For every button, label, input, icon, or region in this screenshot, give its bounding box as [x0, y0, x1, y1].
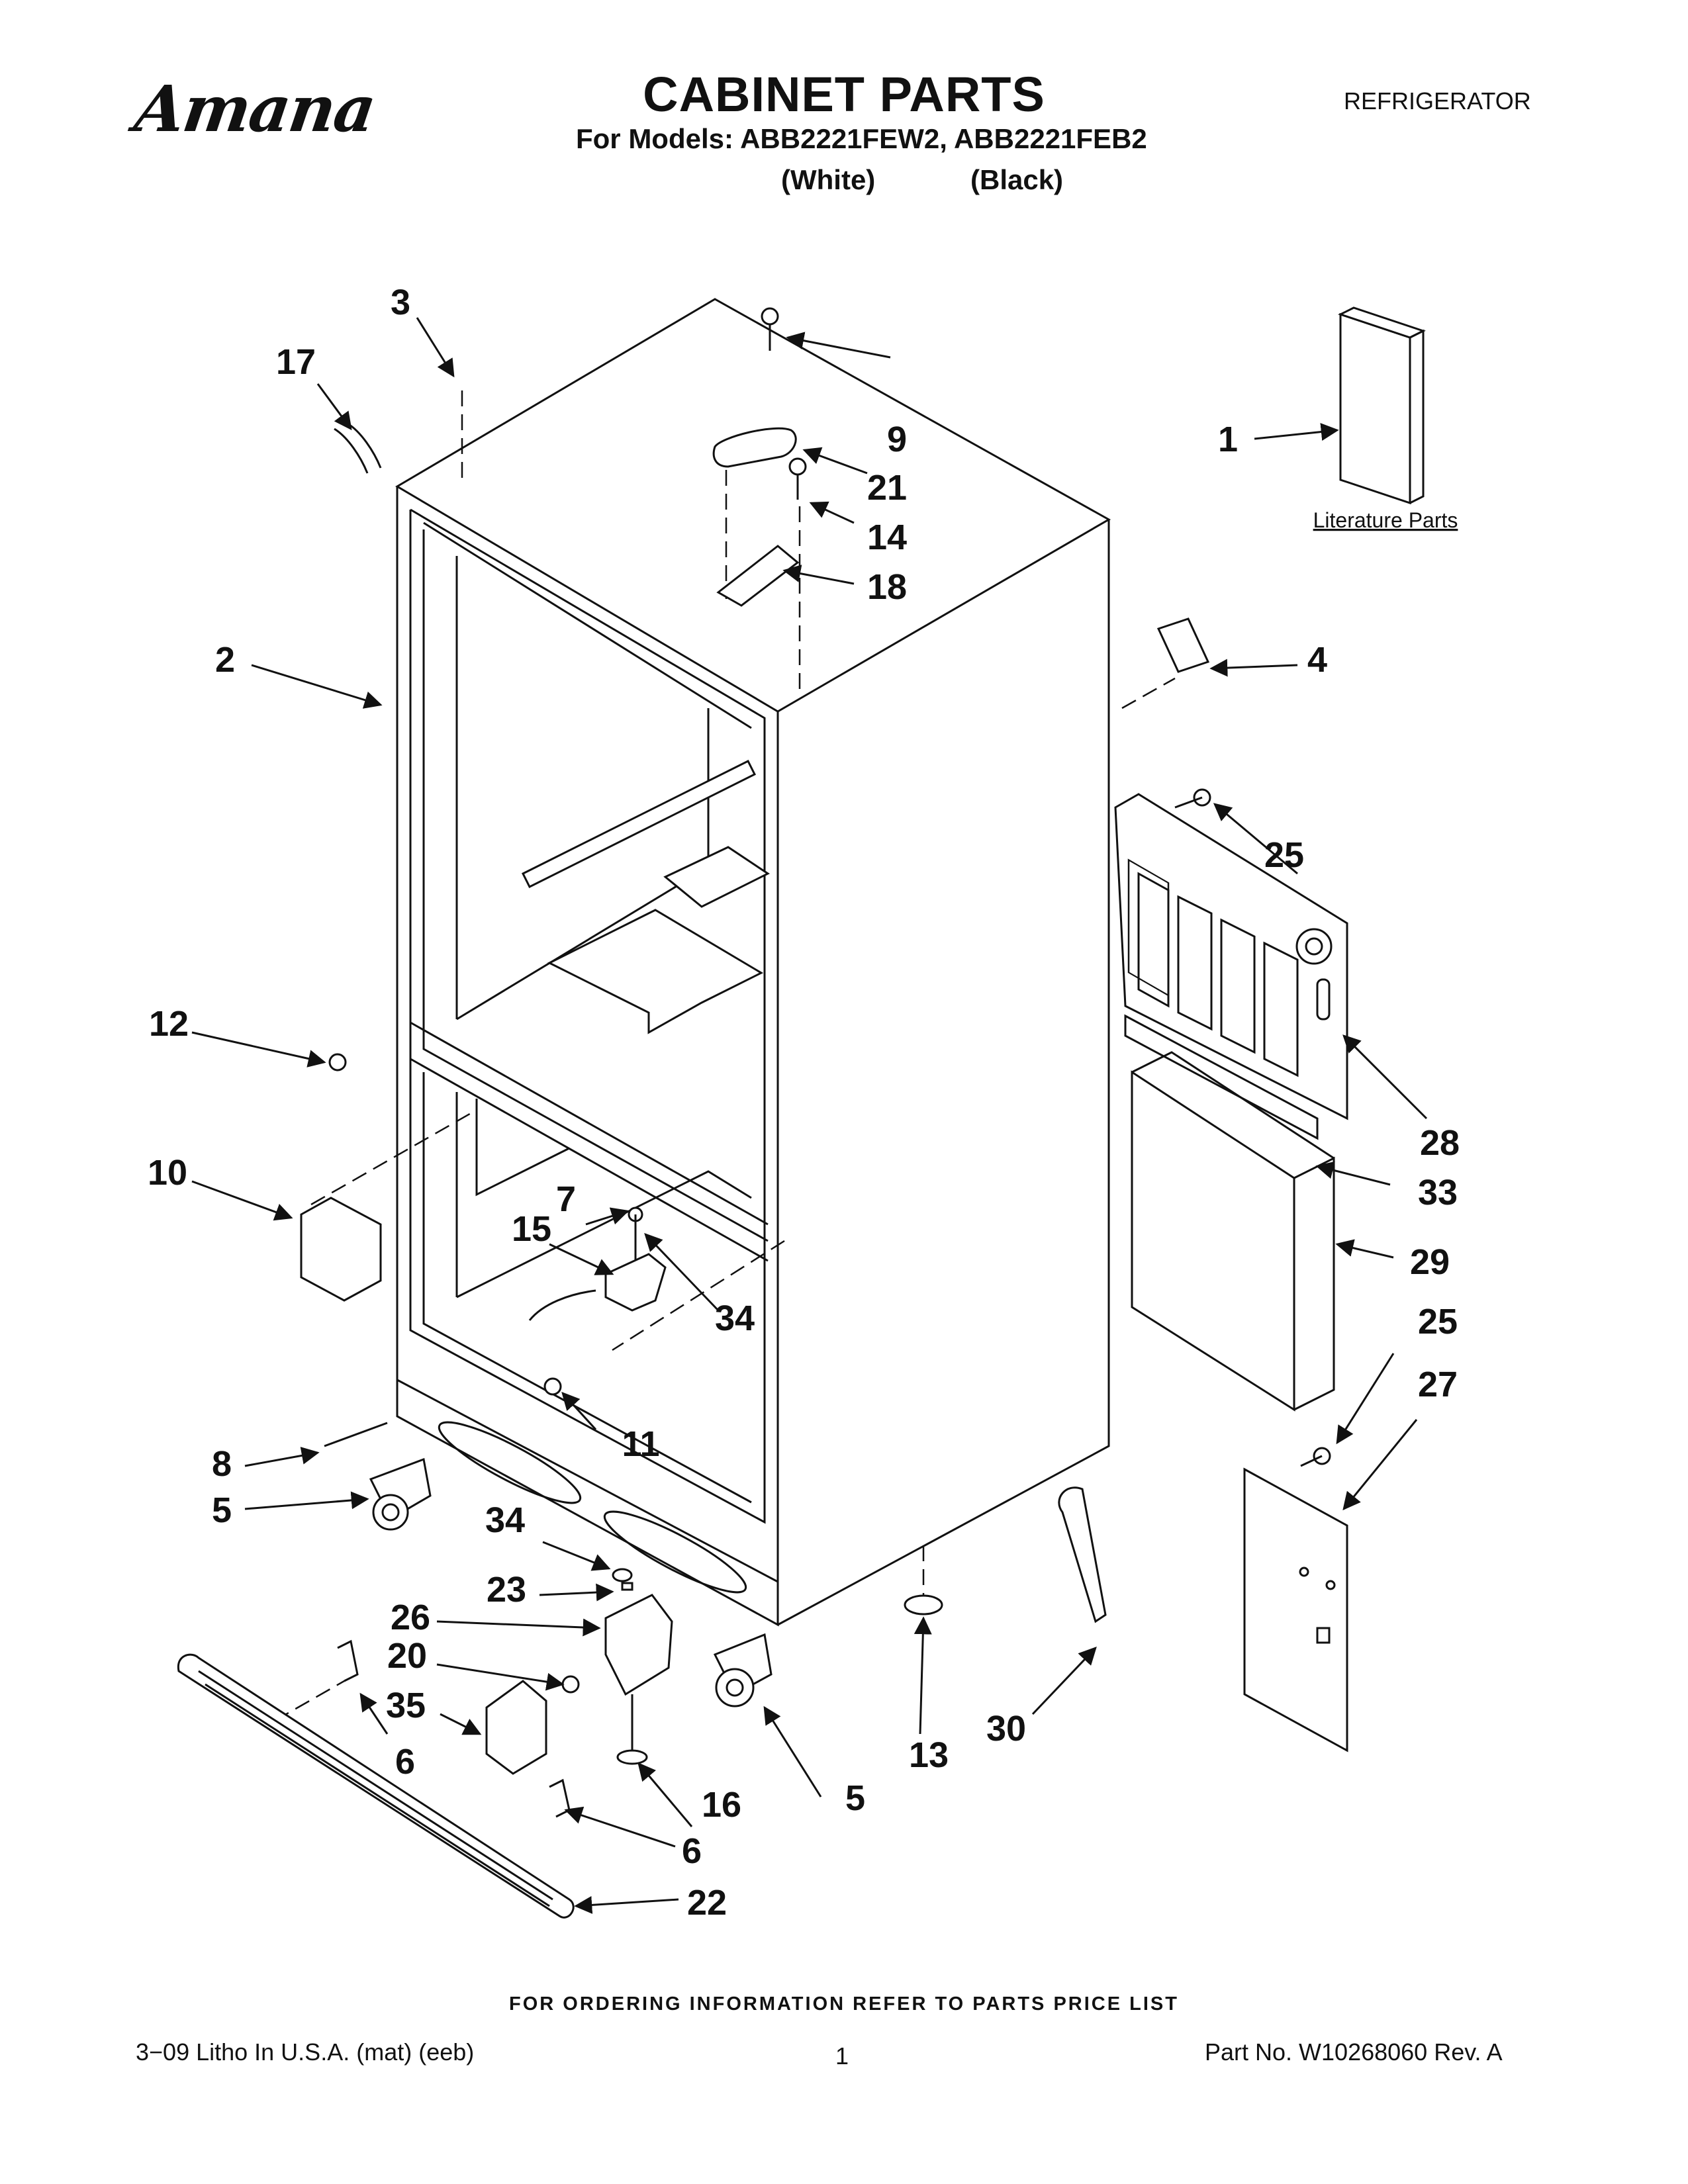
- callout-6-left: 6: [395, 1742, 415, 1782]
- callout-15: 15: [512, 1209, 551, 1249]
- callout-13: 13: [909, 1735, 949, 1775]
- ordering-note: FOR ORDERING INFORMATION REFER TO PARTS …: [509, 1993, 1179, 2015]
- callout-3: 3: [391, 283, 410, 322]
- callout-30: 30: [986, 1709, 1026, 1749]
- product-category: REFRIGERATOR: [1344, 87, 1531, 114]
- callout-25-lower: 25: [1418, 1302, 1458, 1342]
- page-title: CABINET PARTS: [643, 67, 1045, 122]
- callout-35: 35: [386, 1686, 426, 1725]
- callout-21: 21: [867, 468, 907, 508]
- cabinet-drawing: [177, 298, 1426, 1919]
- variant-white: (White): [781, 164, 876, 195]
- callout-20: 20: [387, 1636, 427, 1676]
- callout-29: 29: [1410, 1242, 1450, 1282]
- callout-8: 8: [212, 1444, 232, 1484]
- callout-5-left: 5: [212, 1490, 232, 1530]
- variant-black: (Black): [970, 164, 1064, 195]
- callout-27: 27: [1418, 1365, 1458, 1404]
- callout-33: 33: [1418, 1173, 1458, 1212]
- part-number: Part No. W10268060 Rev. A: [1205, 2038, 1503, 2066]
- callout-16: 16: [702, 1785, 741, 1825]
- callout-18: 18: [867, 567, 907, 607]
- literature-parts-label: Literature Parts: [1313, 508, 1458, 532]
- callout-14: 14: [867, 518, 907, 557]
- callout-17: 17: [276, 342, 316, 382]
- model-numbers: For Models: ABB2221FEW2, ABB2221FEB2: [576, 123, 1147, 154]
- callout-1: 1: [1218, 420, 1238, 459]
- callout-34-upper: 34: [715, 1298, 755, 1338]
- callout-26: 26: [391, 1598, 430, 1637]
- callout-12: 12: [149, 1004, 189, 1044]
- callout-10: 10: [148, 1153, 187, 1193]
- callout-6-right: 6: [682, 1831, 702, 1871]
- callout-11: 11: [622, 1424, 659, 1464]
- callout-23: 23: [487, 1570, 526, 1610]
- callout-2: 2: [215, 640, 235, 680]
- callout-34-lower: 34: [485, 1500, 525, 1540]
- callout-4: 4: [1307, 640, 1327, 680]
- callout-7: 7: [556, 1179, 576, 1219]
- litho-info: 3−09 Litho In U.S.A. (mat) (eeb): [136, 2038, 475, 2066]
- page-number: 1: [835, 2042, 849, 2070]
- callout-9: 9: [887, 420, 907, 459]
- callout-22: 22: [687, 1883, 727, 1923]
- callout-28: 28: [1420, 1123, 1460, 1163]
- callout-25-upper: 25: [1264, 835, 1304, 875]
- callout-5-right: 5: [845, 1778, 865, 1818]
